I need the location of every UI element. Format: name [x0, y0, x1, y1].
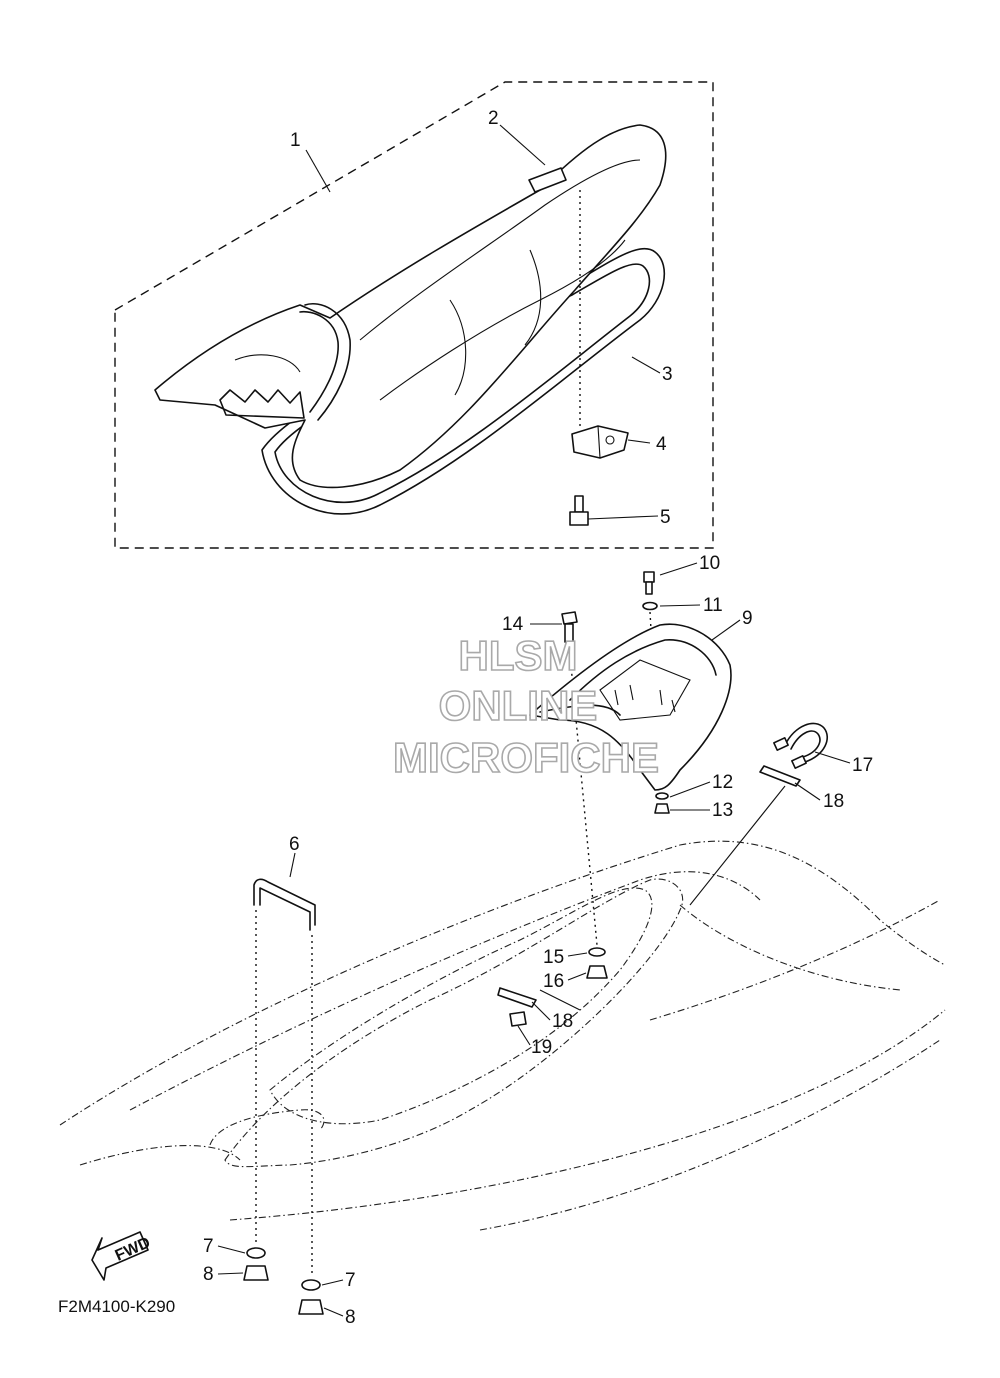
- callout-15: 15: [543, 947, 564, 968]
- hull-deck-outline: [59, 840, 946, 1231]
- leader-lines: [217, 124, 851, 1317]
- storage-tray-part-9: [529, 623, 732, 791]
- leader-18-hull: [689, 785, 786, 906]
- callout-9: 9: [742, 608, 753, 629]
- forward-arrow: FWD: [91, 1231, 153, 1281]
- washer-part-15: [588, 947, 606, 957]
- callout-10: 10: [699, 553, 720, 574]
- plate-part-18-upper: [759, 765, 801, 787]
- callout-14: 14: [502, 614, 524, 635]
- washer-part-11: [642, 601, 658, 611]
- watermark-line-1: HLSM: [459, 632, 578, 679]
- bolt-part-14: [561, 611, 578, 643]
- watermark-line-2: ONLINE: [439, 682, 598, 729]
- plate-nut-part-4: [571, 425, 629, 459]
- bolt-part-10: [643, 571, 655, 595]
- callout-16: 16: [543, 971, 564, 992]
- callout-8-right: 8: [345, 1307, 356, 1328]
- callout-19: 19: [531, 1037, 552, 1058]
- callout-2: 2: [488, 108, 499, 129]
- callout-11: 11: [703, 595, 723, 616]
- callout-12: 12: [712, 772, 733, 793]
- callout-4: 4: [656, 434, 667, 455]
- callout-8-left: 8: [203, 1264, 214, 1285]
- watermark-line-3: MICROFICHE: [393, 734, 659, 781]
- callout-1: 1: [290, 130, 301, 151]
- washer-part-7-left: [246, 1247, 266, 1259]
- callout-18-upper: 18: [823, 791, 844, 812]
- assembly-boundary: [114, 81, 714, 549]
- nut-part-13: [654, 803, 670, 814]
- washer-part-7-right: [301, 1279, 321, 1291]
- watermark: HLSM ONLINE MICROFICHE: [392, 631, 660, 782]
- callout-17: 17: [852, 755, 873, 776]
- seat-part-1: [154, 124, 667, 489]
- callout-7-right: 7: [345, 1270, 356, 1291]
- grab-handle-part-6: [253, 878, 316, 931]
- washer-part-12: [655, 792, 669, 800]
- callout-3: 3: [662, 364, 673, 385]
- plate-part-18-lower: [497, 987, 537, 1008]
- nut-part-8-left: [243, 1265, 269, 1281]
- nut-part-19: [509, 1011, 527, 1027]
- callout-18-lower: 18: [552, 1011, 573, 1032]
- nut-part-16: [586, 965, 608, 979]
- u-bolt-part-17: [773, 722, 829, 769]
- callout-6: 6: [289, 834, 300, 855]
- callout-labels: 1 2 3 4 5 6 7 7 8 8 9 10 11 12 13 14 15 …: [203, 108, 873, 1328]
- nut-part-8-right: [298, 1299, 324, 1315]
- leader-18-lower-hull: [539, 989, 581, 1011]
- callout-5: 5: [660, 507, 671, 528]
- callout-7-left: 7: [203, 1236, 214, 1257]
- callout-13: 13: [712, 800, 733, 821]
- diagram-code: F2M4100-K290: [58, 1297, 175, 1316]
- bolt-part-5: [569, 495, 589, 526]
- axis-line-14: [568, 643, 598, 946]
